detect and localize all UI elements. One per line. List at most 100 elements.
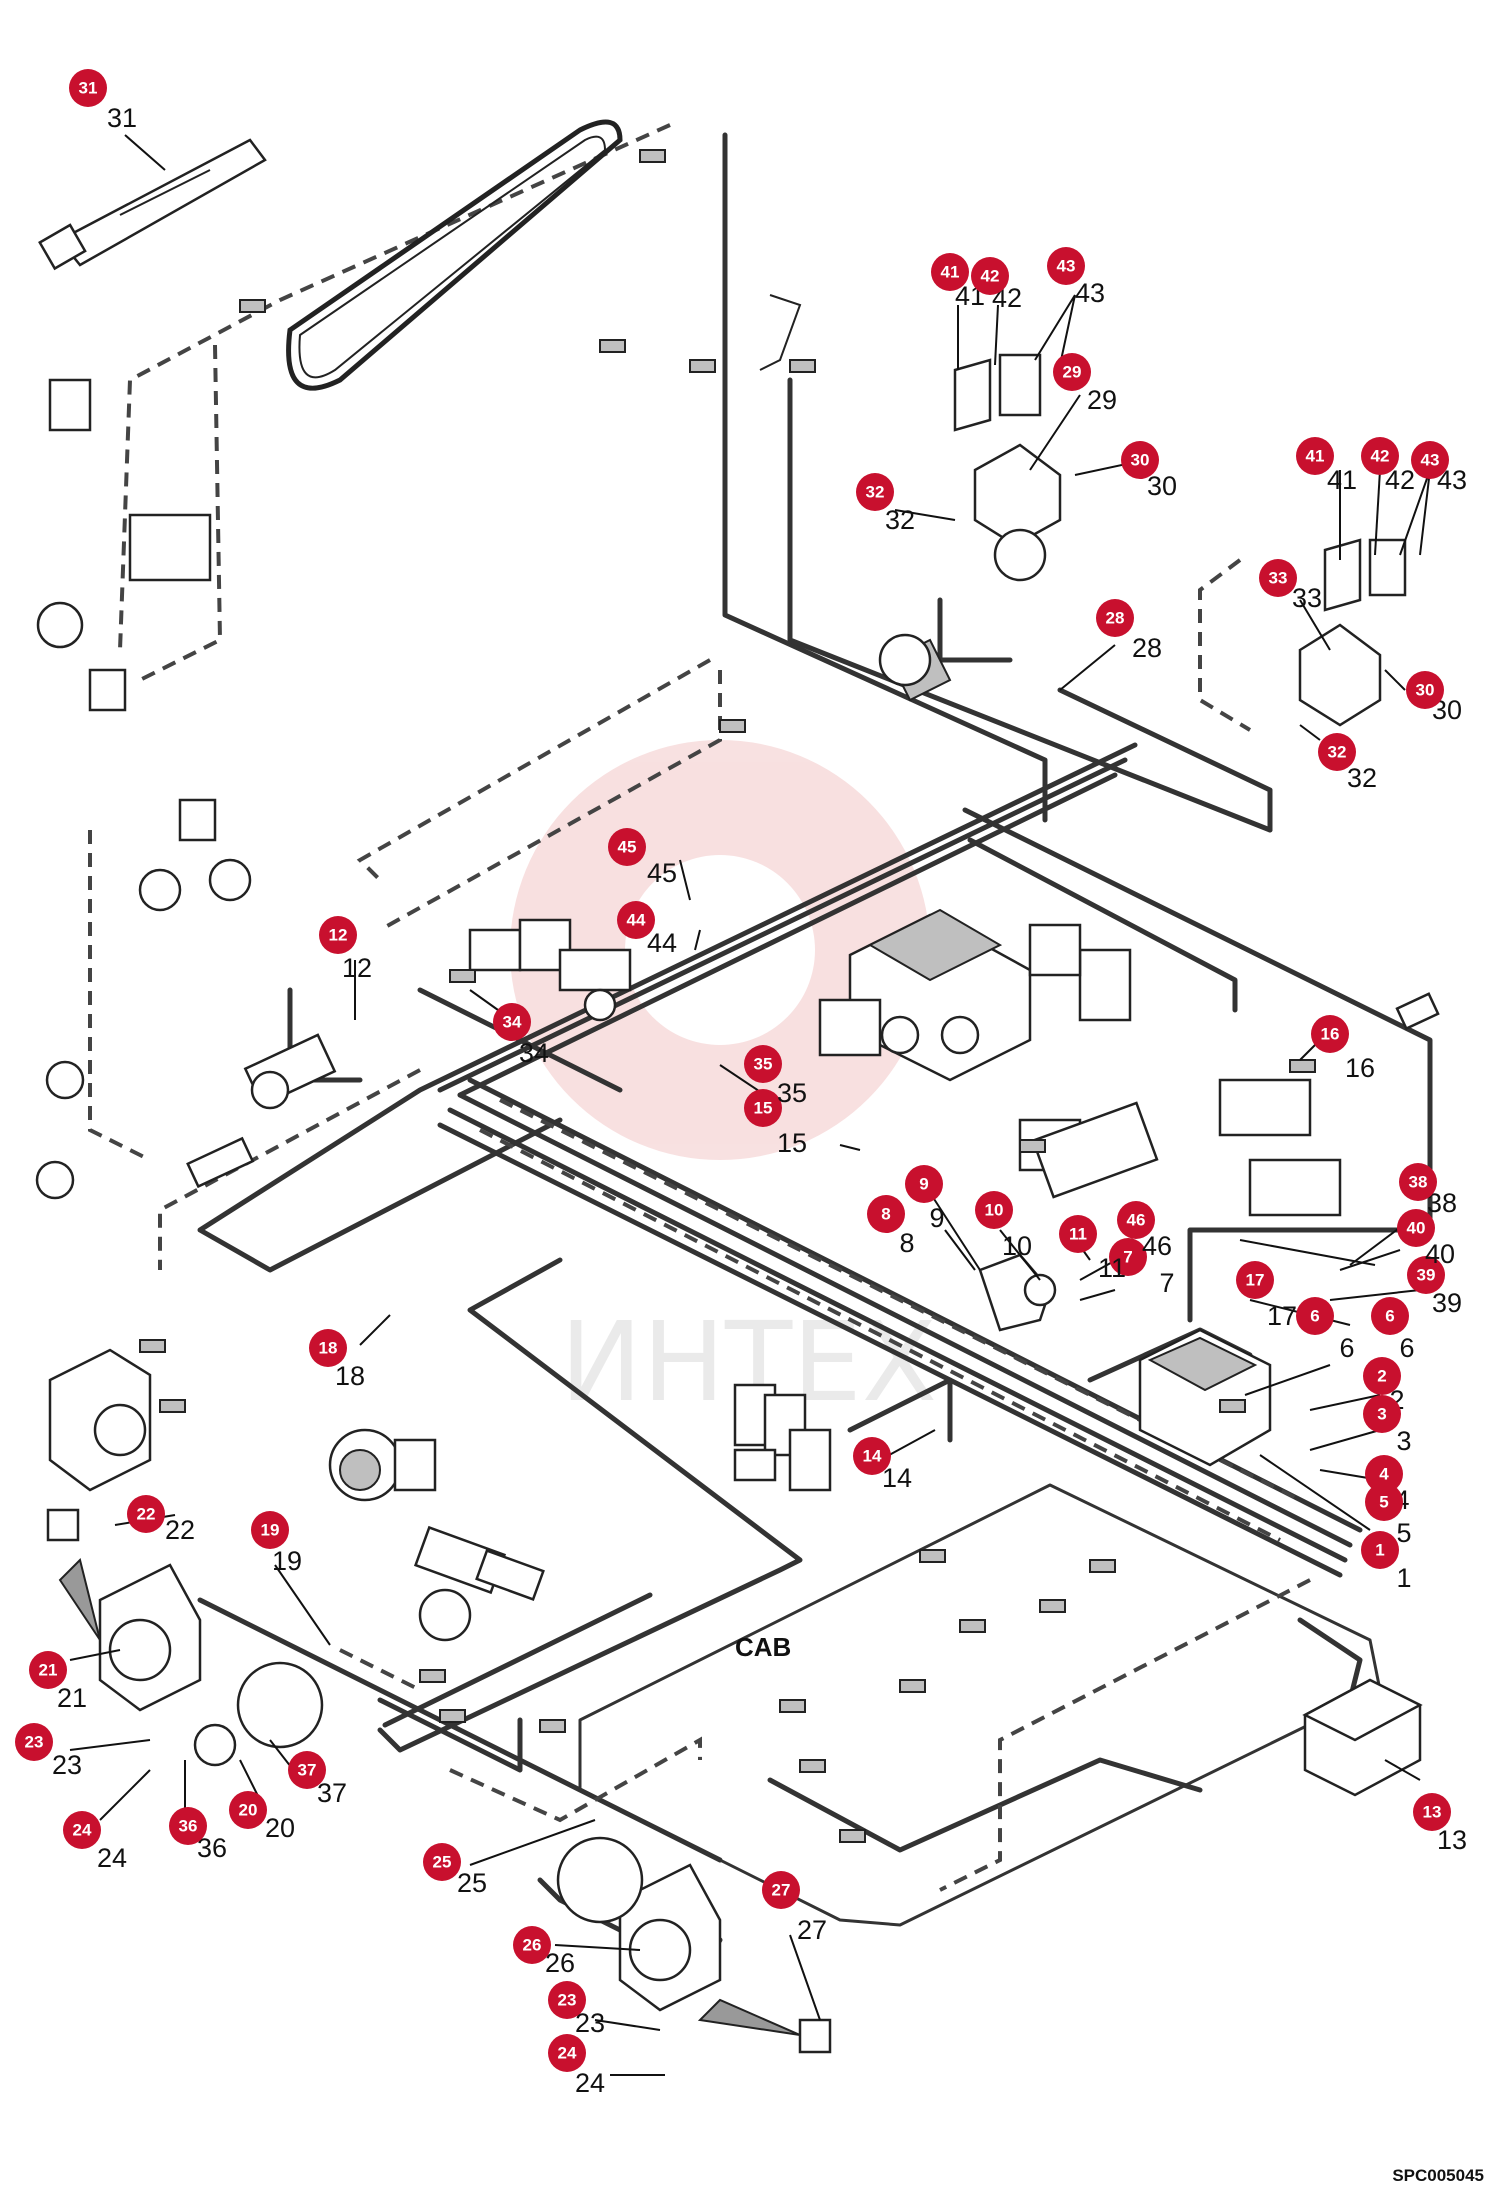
callout-badge-label: 21 <box>39 1661 58 1680</box>
relay-module-33 <box>1298 538 1407 727</box>
grease-tube <box>38 138 267 271</box>
callout-number: 15 <box>777 1128 807 1158</box>
callout-badge-circle <box>744 1045 782 1083</box>
callout-number: 35 <box>777 1078 807 1108</box>
control-valve-block <box>818 908 1032 1082</box>
lamp-lens-37 <box>236 1661 324 1749</box>
callout-badge-label: 42 <box>1371 447 1390 466</box>
callout-badge-circle <box>63 1811 101 1849</box>
callout-badge-label: 27 <box>772 1881 791 1900</box>
callout-number: 12 <box>342 953 372 983</box>
callout-badge-circle <box>69 69 107 107</box>
callout-number: 45 <box>647 858 677 888</box>
lamp-base-20 <box>193 1723 237 1767</box>
drawing-code: SPC005045 <box>1392 2166 1484 2185</box>
callout-number: 10 <box>1002 1231 1032 1261</box>
callout-badge-circle <box>931 253 969 291</box>
relay-block-left <box>48 1348 152 1492</box>
callout-badge-circle <box>1311 1015 1349 1053</box>
callout-badge-label: 29 <box>1063 363 1082 382</box>
callout-number: 43 <box>1075 278 1105 308</box>
callout-badge-circle <box>1236 1261 1274 1299</box>
callout-5: 55 <box>1365 1483 1412 1548</box>
callout-badge-label: 30 <box>1131 451 1150 470</box>
callout-number: 5 <box>1396 1518 1411 1548</box>
callout-badge-label: 42 <box>981 267 1000 286</box>
callout-number: 22 <box>165 1515 195 1545</box>
callout-number: 19 <box>272 1546 302 1576</box>
callout-badge-circle <box>971 257 1009 295</box>
lamp-bulb-27 <box>798 2018 832 2054</box>
callout-badge-label: 38 <box>1409 1173 1428 1192</box>
callout-badge-label: 23 <box>558 1991 577 2010</box>
callout-badge-label: 24 <box>558 2044 577 2063</box>
callout-badge-circle <box>1365 1455 1403 1493</box>
control-unit <box>1302 1678 1423 1797</box>
callout-badge-label: 11 <box>1069 1225 1087 1244</box>
callout-badge-circle <box>548 2034 586 2072</box>
callout-number: 32 <box>885 505 915 535</box>
callout-badge-circle <box>1363 1357 1401 1395</box>
callout-number: 40 <box>1425 1239 1455 1269</box>
callout-badge-label: 46 <box>1127 1211 1146 1230</box>
callout-number: 11 <box>1098 1253 1126 1283</box>
callout-badge-label: 32 <box>866 483 885 502</box>
connector-tags <box>139 149 1316 1843</box>
callout-badge-label: 34 <box>503 1013 522 1032</box>
callout-1: 11 <box>1361 1531 1412 1593</box>
alternator <box>328 1428 437 1502</box>
callout-7: 77 <box>1109 1238 1175 1298</box>
callout-number: 18 <box>335 1361 365 1391</box>
callout-badge-label: 43 <box>1421 451 1440 470</box>
callout-badge-circle <box>1399 1163 1437 1201</box>
work-light-21 <box>98 1563 202 1712</box>
callout-badge-label: 40 <box>1407 1219 1426 1238</box>
callout-badge-label: 16 <box>1321 1025 1340 1044</box>
callout-badge-label: 22 <box>137 1505 156 1524</box>
callout-badge-circle <box>1407 1256 1445 1294</box>
callout-number: 34 <box>519 1038 549 1068</box>
callout-number: 24 <box>97 1843 127 1873</box>
callout-badge-circle <box>127 1495 165 1533</box>
callout-badge-circle <box>1059 1215 1097 1253</box>
callout-badge-circle <box>288 1751 326 1789</box>
callout-badge-circle <box>744 1089 782 1127</box>
callout-badge-label: 7 <box>1123 1248 1132 1267</box>
callout-badge-circle <box>1296 437 1334 475</box>
callout-number: 37 <box>317 1778 347 1808</box>
callout-badge-label: 14 <box>863 1447 882 1466</box>
callout-badge-circle <box>1363 1395 1401 1433</box>
relay-cluster-center <box>733 1383 832 1492</box>
callout-number: 39 <box>1432 1288 1462 1318</box>
callout-badge-label: 1 <box>1375 1541 1384 1560</box>
callout-badge-label: 4 <box>1379 1465 1389 1484</box>
callout-badge-circle <box>762 1871 800 1909</box>
callout-badge-circle <box>905 1165 943 1203</box>
callout-number: 25 <box>457 1868 487 1898</box>
callout-number: 44 <box>647 928 677 958</box>
work-light-26 <box>618 1863 722 2012</box>
pressure-switch-top <box>759 294 932 687</box>
callout-number: 16 <box>1345 1053 1375 1083</box>
callout-badge-label: 36 <box>179 1817 198 1836</box>
callout-badge-label: 37 <box>298 1761 317 1780</box>
callout-badge-circle <box>493 1003 531 1041</box>
callout-badge-circle <box>1117 1201 1155 1239</box>
callout-number: 3 <box>1396 1426 1411 1456</box>
